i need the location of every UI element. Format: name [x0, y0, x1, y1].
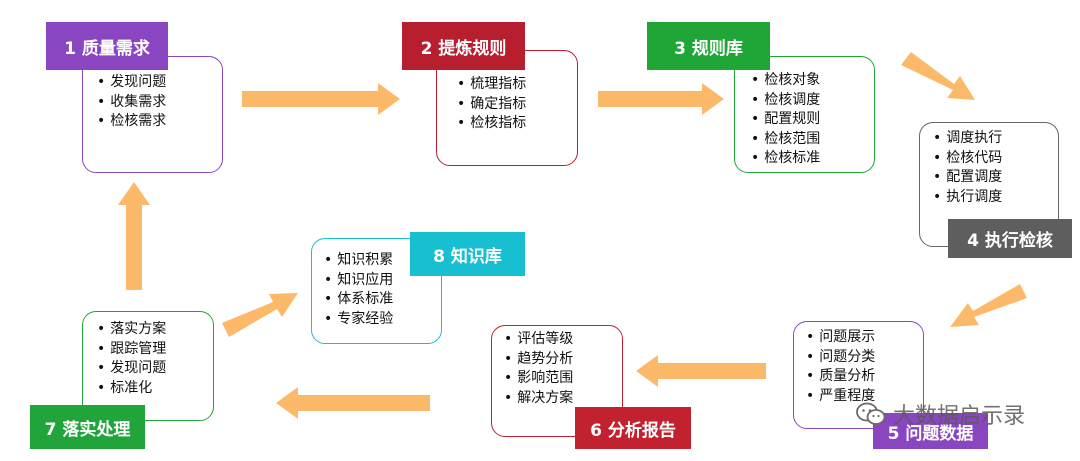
- list-item: 检核指标: [457, 114, 526, 134]
- arrow-2-to-3: [598, 83, 724, 115]
- list-item: 检核需求: [97, 112, 166, 132]
- list-item: 执行调度: [933, 188, 1002, 208]
- arrow-7-to-1: [118, 182, 150, 290]
- step-5-tag: 5 问题数据: [873, 413, 988, 449]
- step-3-box: 检核对象 检核调度 配置规则 检核范围 检核标准: [734, 56, 875, 173]
- step-4-items: 调度执行 检核代码 配置调度 执行调度: [933, 129, 1002, 207]
- list-item: 发现问题: [97, 73, 166, 93]
- list-item: 配置调度: [933, 168, 1002, 188]
- arrow-1-to-2: [242, 83, 400, 115]
- list-item: 标准化: [97, 379, 166, 399]
- list-item: 检核标准: [751, 149, 820, 169]
- list-item: 配置规则: [751, 110, 820, 130]
- step-7-items: 落实方案 跟踪管理 发现问题 标准化: [97, 320, 166, 398]
- list-item: 收集需求: [97, 93, 166, 113]
- step-3-items: 检核对象 检核调度 配置规则 检核范围 检核标准: [751, 71, 820, 169]
- step-8-tag: 8 知识库: [410, 232, 525, 276]
- list-item: 检核范围: [751, 130, 820, 150]
- list-item: 问题展示: [806, 328, 875, 348]
- step-2-items: 梳理指标 确定指标 检核指标: [457, 75, 526, 134]
- step-1-box: 发现问题 收集需求 检核需求: [82, 56, 223, 173]
- watermark-text: 大数据启示录: [893, 404, 1026, 429]
- arrow-6-to-7: [276, 387, 430, 419]
- list-item: 评估等级: [504, 330, 573, 350]
- arrow-4-to-5: [950, 284, 1027, 327]
- step-6-items: 评估等级 趋势分析 影响范围 解决方案: [504, 330, 573, 408]
- list-item: 梳理指标: [457, 75, 526, 95]
- list-item: 跟踪管理: [97, 340, 166, 360]
- list-item: 知识应用: [324, 271, 393, 291]
- list-item: 体系标准: [324, 290, 393, 310]
- step-1-tag: 1 质量需求: [46, 22, 168, 70]
- step-7-tag: 7 落实处理: [30, 405, 145, 449]
- step-5-box: 问题展示 问题分类 质量分析 严重程度: [793, 321, 924, 429]
- list-item: 落实方案: [97, 320, 166, 340]
- list-item: 检核对象: [751, 71, 820, 91]
- list-item: 知识积累: [324, 251, 393, 271]
- list-item: 严重程度: [806, 387, 875, 407]
- list-item: 调度执行: [933, 129, 1002, 149]
- watermark: 大数据启示录: [855, 398, 1025, 430]
- arrow-7-to-8: [222, 293, 298, 337]
- wechat-icon: [856, 402, 886, 425]
- step-4-tag: 4 执行检核: [948, 219, 1072, 258]
- list-item: 确定指标: [457, 95, 526, 115]
- list-item: 检核调度: [751, 91, 820, 111]
- step-5-items: 问题展示 问题分类 质量分析 严重程度: [806, 328, 875, 406]
- step-8-items: 知识积累 知识应用 体系标准 专家经验: [324, 251, 393, 329]
- list-item: 质量分析: [806, 367, 875, 387]
- list-item: 影响范围: [504, 369, 573, 389]
- list-item: 发现问题: [97, 359, 166, 379]
- list-item: 检核代码: [933, 149, 1002, 169]
- step-2-tag: 2 提炼规则: [402, 22, 525, 70]
- step-1-items: 发现问题 收集需求 检核需求: [97, 73, 166, 132]
- step-6-box: 评估等级 趋势分析 影响范围 解决方案: [491, 325, 623, 437]
- step-7-box: 落实方案 跟踪管理 发现问题 标准化: [82, 311, 214, 421]
- arrow-5-to-6: [636, 355, 766, 387]
- arrow-3-to-4: [901, 52, 975, 100]
- list-item: 专家经验: [324, 310, 393, 330]
- list-item: 解决方案: [504, 389, 573, 409]
- step-6-tag: 6 分析报告: [575, 407, 691, 449]
- list-item: 问题分类: [806, 348, 875, 368]
- list-item: 趋势分析: [504, 350, 573, 370]
- step-3-tag: 3 规则库: [647, 22, 770, 70]
